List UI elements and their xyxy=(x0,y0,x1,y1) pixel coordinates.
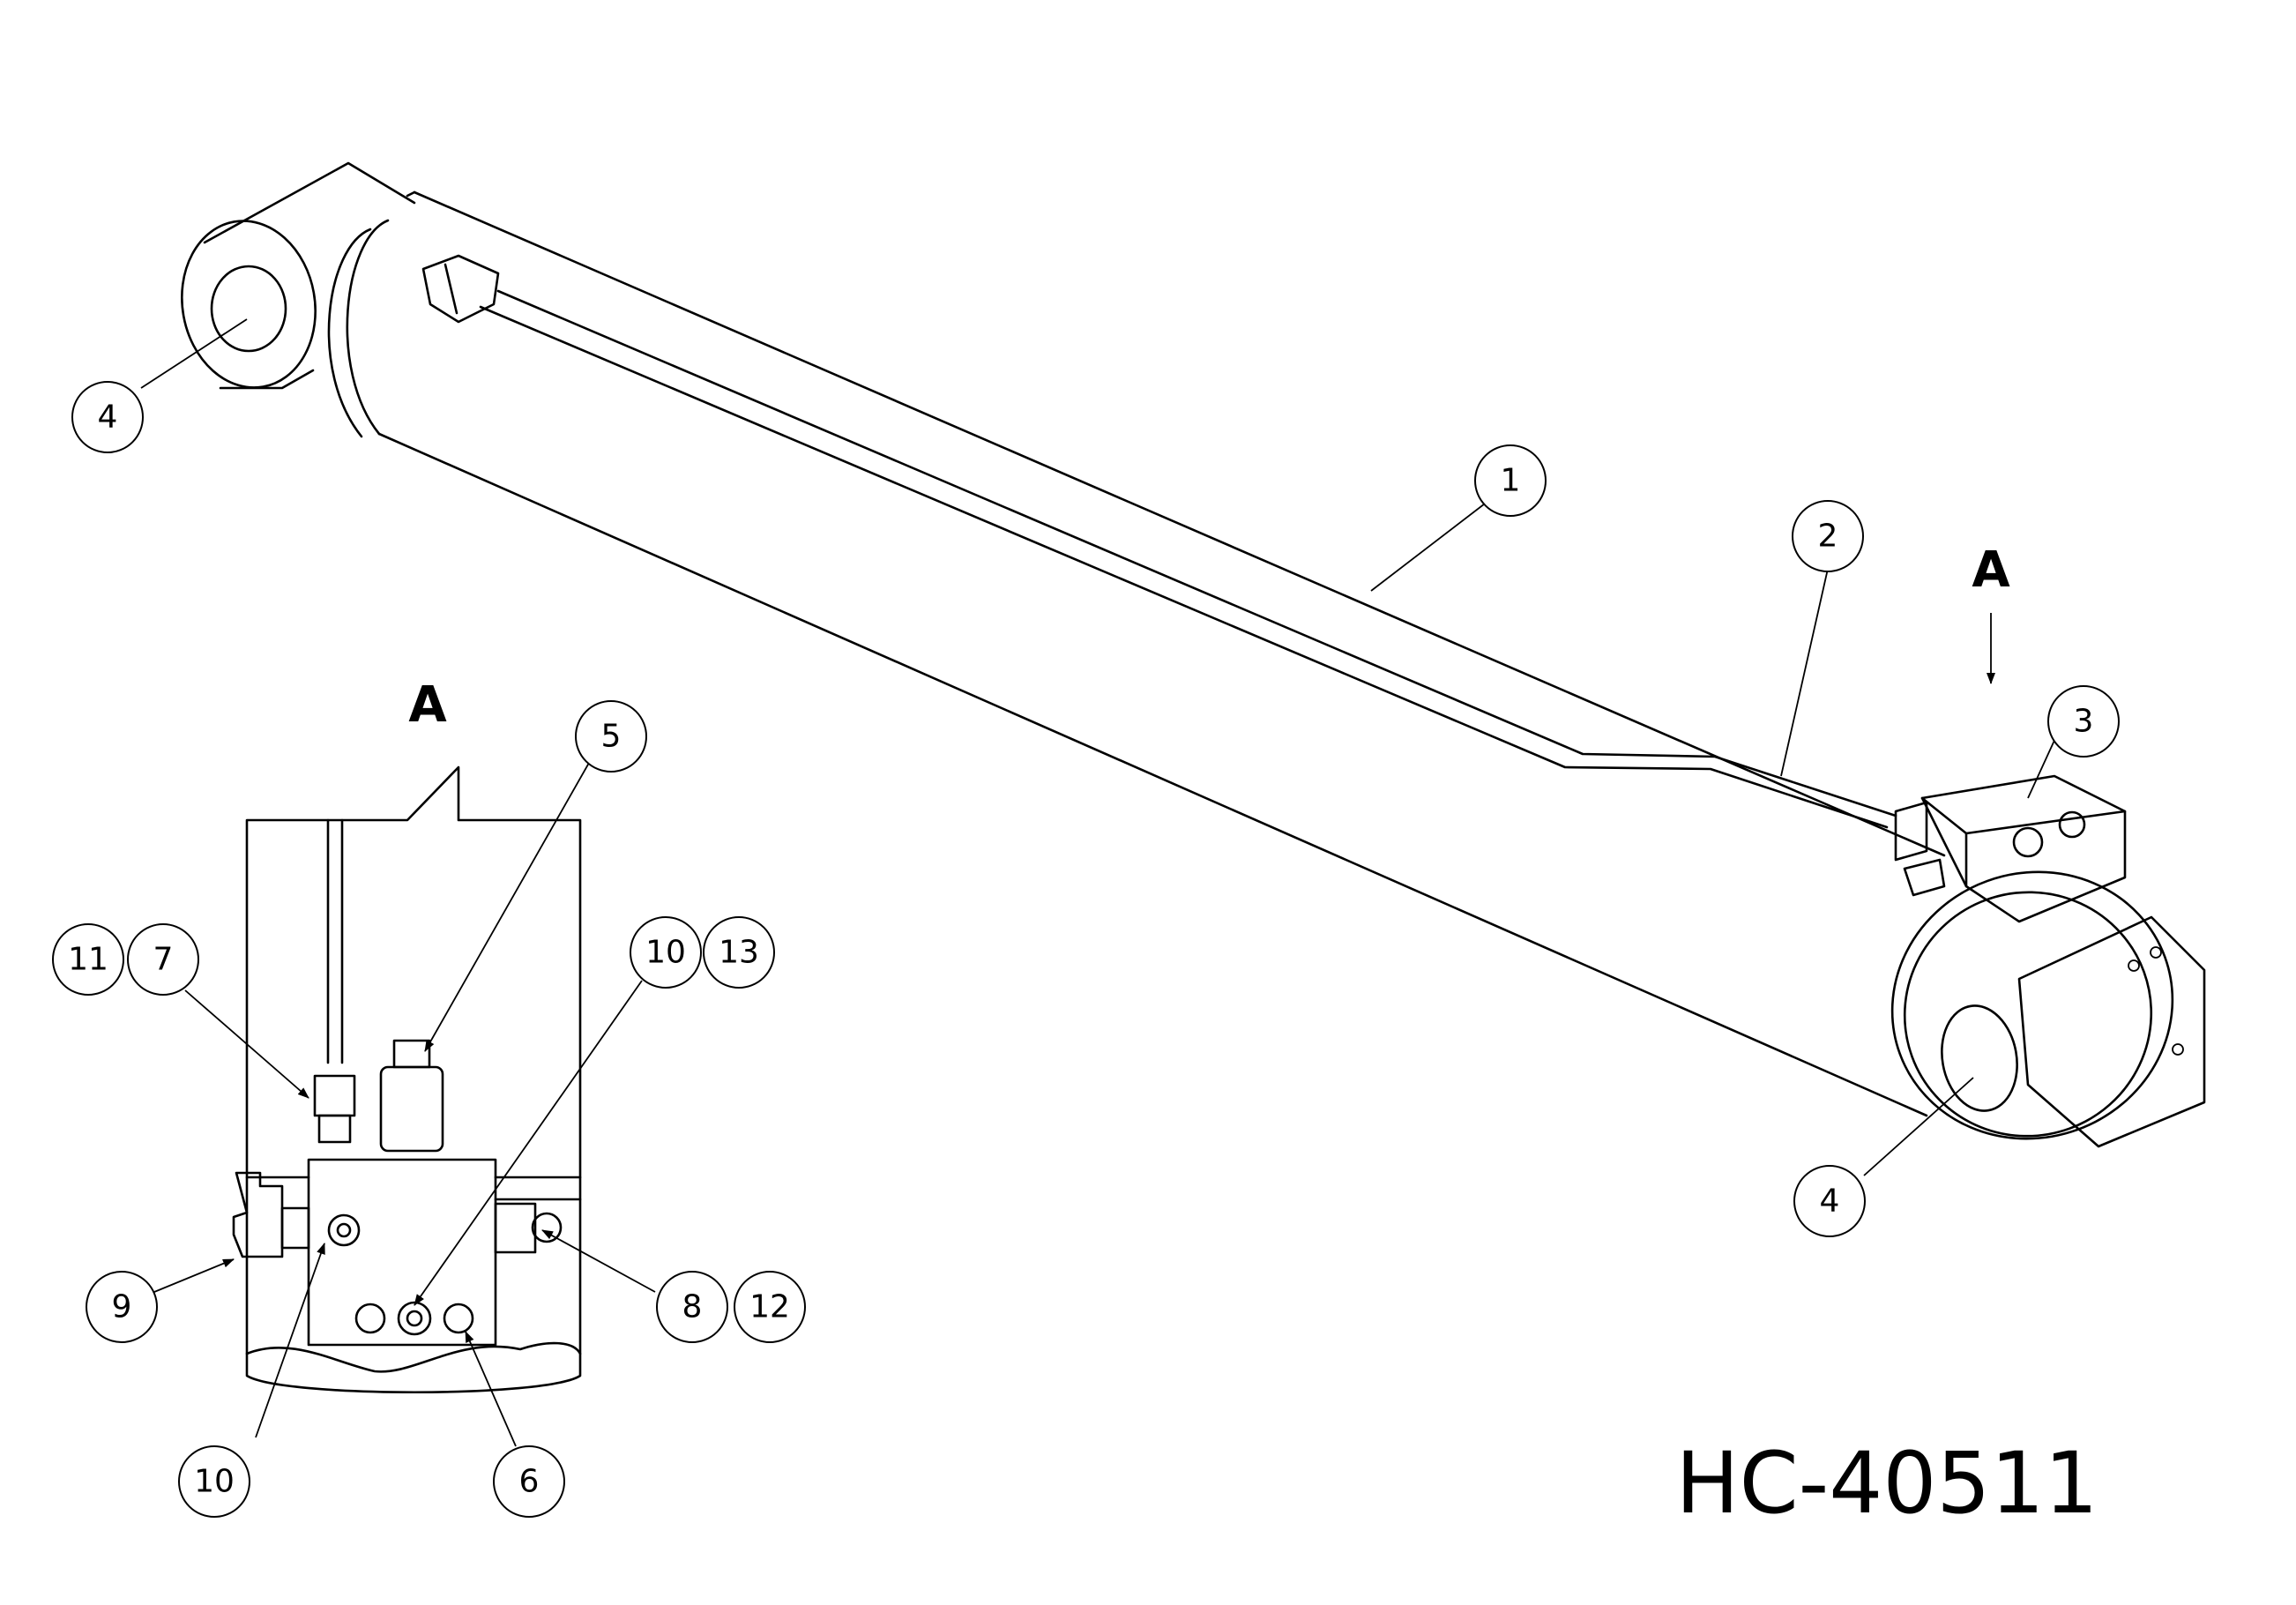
drawing-number: HC-40511 xyxy=(1675,1434,2098,1533)
leader-lines xyxy=(140,318,2058,1447)
svg-text:10: 10 xyxy=(645,935,686,971)
svg-text:4: 4 xyxy=(1820,1183,1840,1220)
svg-text:1: 1 xyxy=(1501,463,1521,499)
svg-text:6: 6 xyxy=(519,1464,540,1500)
view-a-label: A xyxy=(1972,541,2010,599)
svg-text:10: 10 xyxy=(194,1464,235,1500)
svg-text:5: 5 xyxy=(601,719,622,755)
balloon-1: 1 xyxy=(1474,444,1547,517)
balloon-8: 8 xyxy=(656,1271,728,1343)
svg-text:3: 3 xyxy=(2074,704,2094,740)
detail-view-a: A xyxy=(232,676,582,1394)
svg-text:13: 13 xyxy=(719,935,759,971)
balloon-5: 5 xyxy=(575,700,647,773)
valve-block xyxy=(1894,774,2127,923)
cylinder-barrel xyxy=(327,190,1946,1117)
balloon-13: 13 xyxy=(703,916,775,989)
balloon-2: 2 xyxy=(1792,500,1864,572)
hydraulic-tube xyxy=(421,254,1897,829)
balloon-11: 11 xyxy=(52,923,124,996)
svg-text:7: 7 xyxy=(153,942,174,978)
cylinder-main-view: A xyxy=(181,161,2206,1148)
balloon-9: 9 xyxy=(86,1271,158,1343)
balloon-6: 6 xyxy=(493,1445,565,1518)
cap-end-right xyxy=(1890,870,2206,1148)
balloon-7: 7 xyxy=(127,923,199,996)
svg-text:9: 9 xyxy=(112,1289,132,1325)
svg-text:4: 4 xyxy=(98,399,118,436)
balloon-4-left: 4 xyxy=(71,381,144,453)
balloon-10-top: 10 xyxy=(630,916,702,989)
svg-text:8: 8 xyxy=(682,1289,703,1325)
rod-eye-left xyxy=(181,161,416,390)
svg-text:12: 12 xyxy=(749,1289,790,1325)
detail-view-label: A xyxy=(408,676,447,734)
svg-text:11: 11 xyxy=(68,942,108,978)
balloon-12: 12 xyxy=(734,1271,806,1343)
balloon-3: 3 xyxy=(2047,685,2120,758)
balloon-10-bottom: 10 xyxy=(178,1445,250,1518)
balloon-4-right: 4 xyxy=(1793,1165,1866,1237)
svg-text:2: 2 xyxy=(1818,519,1838,555)
